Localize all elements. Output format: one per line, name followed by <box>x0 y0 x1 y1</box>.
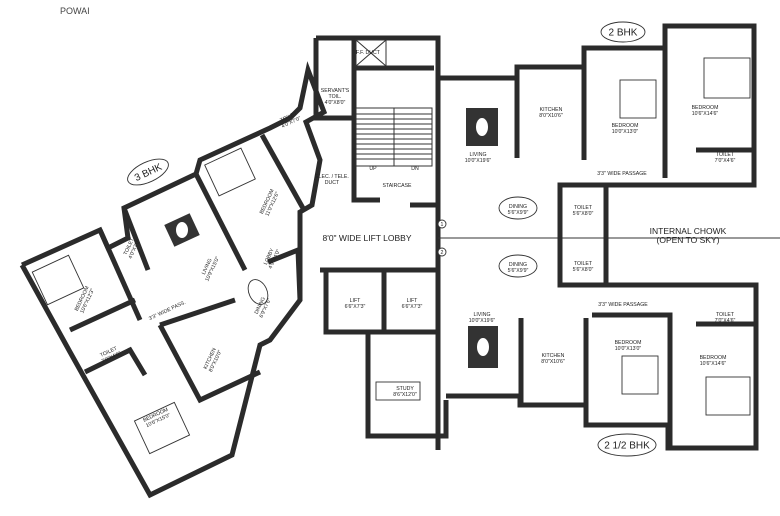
room-name: KITCHEN <box>540 107 563 113</box>
core-wall <box>351 118 380 203</box>
room-size: 5'6"X8'0" <box>573 267 594 273</box>
lift-1-size: 6'6"X7'3" <box>345 304 366 310</box>
room-size: 7'0"X4'6" <box>715 158 736 164</box>
3bhk-inner-wall <box>83 346 148 377</box>
3bhk-inner-wall <box>259 133 307 212</box>
room-name: BEDROOM <box>692 105 719 111</box>
bed-icon <box>204 147 256 197</box>
room-name: TOILET <box>716 152 735 158</box>
bed-icon <box>31 254 85 306</box>
room-size: 10'0"X13'0" <box>612 129 639 135</box>
table-icon <box>476 118 488 136</box>
room-size: 5'6"X9'9" <box>508 210 529 216</box>
room-name: TOILET <box>574 261 593 267</box>
3bhk-inner-wall <box>121 207 151 271</box>
room-name: LIVING <box>469 152 486 158</box>
room-name: LIVING <box>473 312 490 318</box>
room-name: TOILET <box>716 312 735 318</box>
bed-icon <box>619 79 657 119</box>
dining-table-icon <box>498 254 538 278</box>
core-wall <box>316 35 441 78</box>
room-name: BEDROOM <box>612 123 639 129</box>
passage-label: 3'3" WIDE PASSAGE <box>598 302 648 308</box>
room-name: KITCHEN <box>542 353 565 359</box>
room-size: 8'0"X10'6" <box>541 359 565 365</box>
core: F.F. DUCT SERVANT'S TOIL. 4'0"X8'0" ELEC… <box>313 35 780 450</box>
3bhk-inner-wall <box>68 297 137 333</box>
core-wall <box>313 38 357 121</box>
lift-2-size: 6'6"X7'3" <box>402 304 423 310</box>
core-wall <box>323 272 440 335</box>
room-size: 10'0"X19'6" <box>465 158 492 164</box>
table-icon <box>176 222 188 238</box>
lift-2-label: LIFT <box>407 298 418 304</box>
elec-duct-label: DUCT <box>325 180 340 186</box>
ff-duct-box <box>355 39 387 67</box>
room-size: 5'6"X8'0" <box>573 211 594 217</box>
room-size: 8'6"X12'0" <box>393 392 417 398</box>
staircase-label: STAIRCASE <box>382 183 412 189</box>
room-name: TOILET <box>574 205 593 211</box>
2bhk-badge-label: 2 BHK <box>609 28 638 39</box>
3bhk-inner-wall <box>159 297 236 328</box>
servants-toilet-label: SERVANT'S <box>321 88 350 94</box>
room-name: STUDY <box>396 386 414 392</box>
2bhk-badge <box>600 21 646 43</box>
3bhk-inner-wall <box>193 172 248 272</box>
3bhk-inner-wall <box>157 323 262 404</box>
passage-label: 3'3" WIDE PASSAGE <box>597 171 647 177</box>
core-wall <box>365 334 449 439</box>
3bhk-badge <box>127 158 169 186</box>
room-size: 7'0"X4'6" <box>715 318 736 324</box>
door-1-number: 1 <box>441 222 444 228</box>
room-size: 8'0"X10'6" <box>539 113 563 119</box>
room-name: DINING <box>509 262 527 268</box>
room-size: 10'0"X19'6" <box>469 318 496 324</box>
study-desk-icon <box>375 381 421 401</box>
dining-table-icon <box>498 196 538 220</box>
room-name: BEDROOM <box>700 355 727 361</box>
room-size: 10'6"X14'6" <box>700 361 727 367</box>
2-5bhk-badge <box>597 433 657 457</box>
location-label: POWAI <box>60 6 90 16</box>
servants-toilet-label: TOIL. <box>329 94 342 100</box>
lift-1-label: LIFT <box>350 298 361 304</box>
ff-duct-label: F.F. DUCT <box>356 50 381 56</box>
room-name: BEDROOM <box>615 340 642 346</box>
bed-icon <box>621 355 659 395</box>
room-name: DINING <box>509 204 527 210</box>
lift-lobby-label: 8'0" WIDE LIFT LOBBY <box>322 233 411 243</box>
door-2-marker <box>437 247 447 257</box>
room-size: 10'0"X13'0" <box>615 346 642 352</box>
table-icon <box>477 338 489 356</box>
door-1-marker <box>437 219 447 229</box>
stair-down-label: DN <box>411 166 419 172</box>
room-size: 10'6"X14'6" <box>692 111 719 117</box>
3bhk-inner-wall <box>267 246 303 301</box>
dining-table-icon <box>247 279 269 305</box>
chowk-sublabel: (OPEN TO SKY) <box>657 235 720 245</box>
door-2-number: 2 <box>441 250 444 256</box>
stair-up-label: UP <box>369 166 377 172</box>
3bhk-inner-wall <box>97 228 143 322</box>
room-size: 5'6"X9'9" <box>508 268 529 274</box>
bed-icon <box>703 57 751 99</box>
chowk-label: INTERNAL CHOWK <box>650 226 727 236</box>
bed-icon <box>705 376 751 416</box>
servants-toilet-size: 4'0"X8'0" <box>325 100 346 106</box>
2-5bhk-badge-label: 2 1/2 BHK <box>604 441 650 452</box>
bed-icon <box>133 401 191 455</box>
internal-chowk: INTERNAL CHOWK (OPEN TO SKY) <box>650 226 727 245</box>
2-5bhk-wall <box>592 312 673 448</box>
staircase <box>355 107 433 167</box>
elec-duct-label: ELEC. / TELE. <box>315 174 349 180</box>
